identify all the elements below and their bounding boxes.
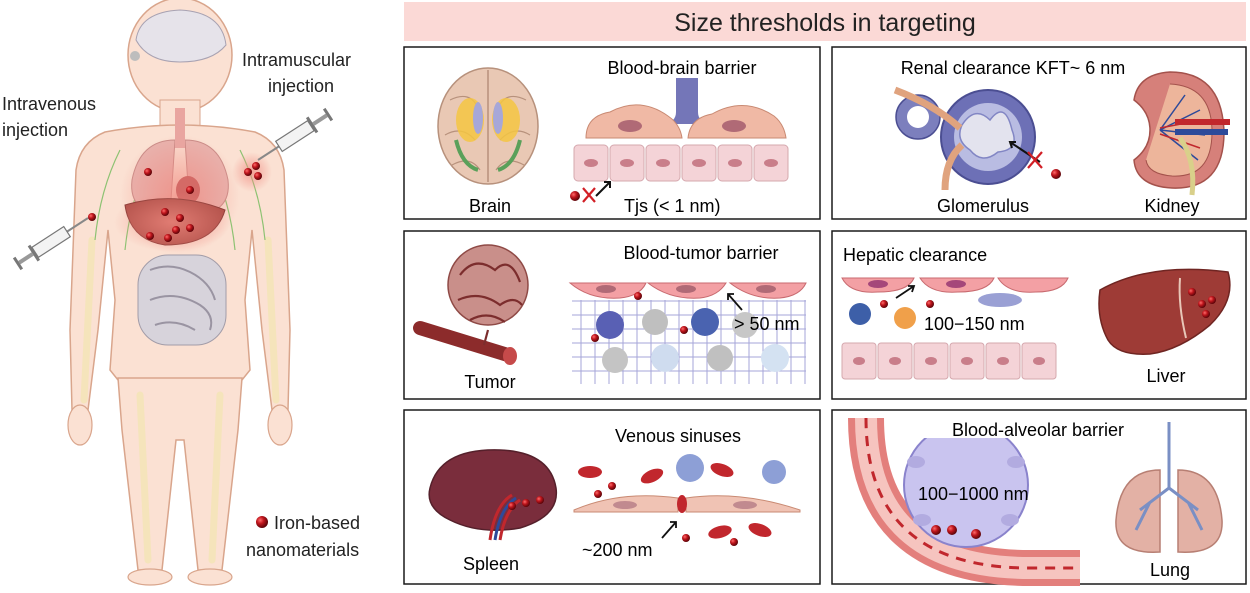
- panel-blood-brain-barrier: Brain Blood-brain barrier Tjs (< 1 nm): [403, 46, 821, 220]
- capillary-icon: [848, 417, 1080, 586]
- page-title: Size thresholds in targeting: [674, 9, 976, 37]
- liver-icon: [1098, 268, 1231, 355]
- panel-blood-alveolar-barrier: Blood-alveolar barrier 100−1000 nm Lung: [831, 409, 1247, 586]
- lung-icon: [1115, 422, 1223, 553]
- venous-title: Venous sinuses: [615, 426, 741, 446]
- lung-label: Lung: [1150, 560, 1190, 580]
- kidney-icon: [1133, 71, 1230, 196]
- panel-renal-clearance: Renal clearance KFT~ 6 nm Glomerulus Kid…: [831, 46, 1247, 220]
- btb-size-label: > 50 nm: [734, 314, 800, 334]
- panel-blood-tumor-barrier: Blood-tumor barrier Tumor > 50 nm: [403, 230, 821, 400]
- arrow-icon: [595, 181, 611, 197]
- tumor-label: Tumor: [464, 372, 515, 392]
- nanoparticle: [570, 191, 580, 201]
- blocked-cross-icon: [582, 187, 596, 203]
- tumor-icon: [413, 244, 529, 365]
- alveolar-size-label: 100−1000 nm: [918, 484, 1029, 504]
- blocked-cross-icon: [1027, 151, 1043, 169]
- spleen-icon: [428, 449, 558, 541]
- nanoparticle: [1051, 169, 1061, 179]
- legend-nanoparticle-icon: [256, 516, 268, 528]
- hepatic-size-label: 100−150 nm: [924, 314, 1025, 334]
- title-band: [404, 2, 1246, 41]
- syringe-right-icon: [257, 107, 334, 161]
- venous-size-label: ~200 nm: [582, 540, 653, 560]
- hepatic-title: Hepatic clearance: [843, 245, 987, 265]
- bbb-cell-row: [573, 144, 789, 182]
- hepatocyte-row: [841, 342, 1057, 380]
- intravenous-label: Intravenous injection: [2, 94, 101, 140]
- brain-label: Brain: [469, 196, 511, 216]
- panel-hepatic-clearance: Hepatic clearance 100−150 nm: [831, 230, 1247, 400]
- arrow-icon: [661, 521, 677, 539]
- legend-label: Iron-based nanomaterials: [246, 513, 365, 560]
- kidney-label: Kidney: [1144, 196, 1199, 216]
- glomerulus-icon: [893, 86, 1036, 191]
- alveolus-icon: [903, 418, 1029, 548]
- syringe-left-icon: [12, 217, 89, 271]
- renal-title: Renal clearance KFT~ 6 nm: [901, 58, 1126, 78]
- glomerulus-label: Glomerulus: [937, 196, 1029, 216]
- spleen-label: Spleen: [463, 554, 519, 574]
- panel-venous-sinuses: Venous sinuses Spleen ~200 nm: [403, 409, 821, 585]
- brain-icon: [437, 67, 539, 185]
- arrow-icon: [727, 293, 743, 311]
- arrow-icon: [895, 285, 916, 299]
- alveolar-title: Blood-alveolar barrier: [952, 420, 1124, 440]
- bbb-size-label: Tjs (< 1 nm): [624, 196, 721, 216]
- intramuscular-label: Intramuscular injection: [242, 50, 356, 96]
- human-body-figure: [12, 0, 334, 586]
- bbb-title: Blood-brain barrier: [607, 58, 756, 78]
- btb-title: Blood-tumor barrier: [623, 243, 778, 263]
- liver-label: Liver: [1146, 366, 1185, 386]
- ear-dot: [130, 51, 140, 61]
